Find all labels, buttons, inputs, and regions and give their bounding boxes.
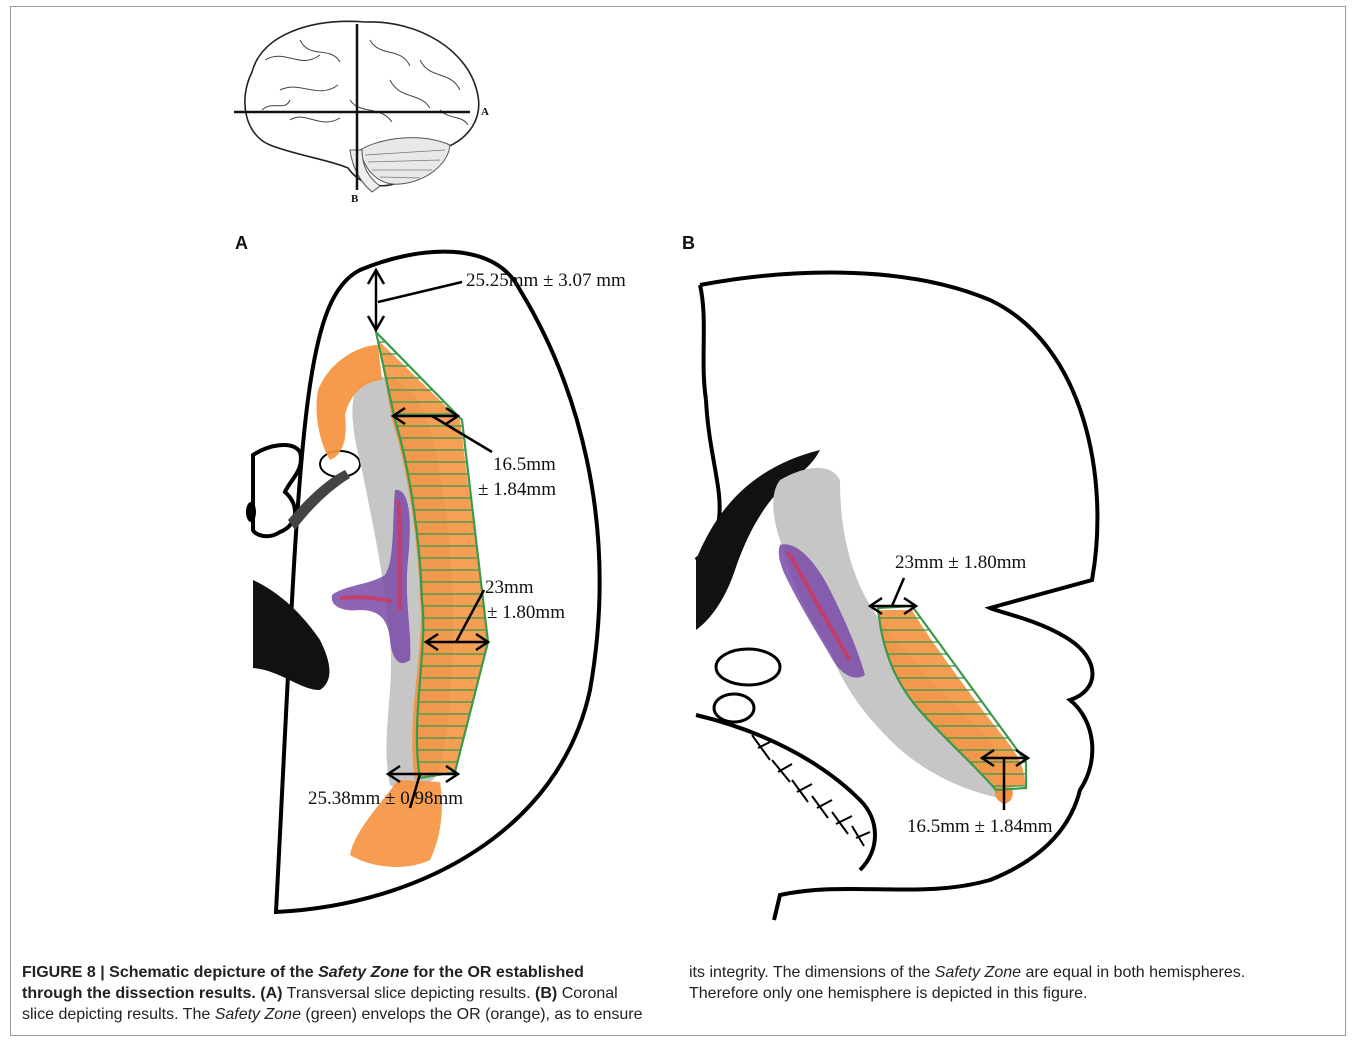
caption-left: FIGURE 8 | Schematic depicture of the Sa… bbox=[22, 962, 1314, 1040]
inset-brain bbox=[234, 21, 479, 192]
inset-label-a: A bbox=[481, 106, 489, 118]
a-measure-top: 25.25mm ± 3.07 mm bbox=[466, 271, 626, 292]
panel-a-letter: A bbox=[235, 233, 248, 254]
b-measure-bottom: 16.5mm ± 1.84mm bbox=[907, 817, 1053, 838]
a-measure-mid-line1: 23mm bbox=[485, 578, 534, 599]
figure-illustration bbox=[0, 0, 1357, 950]
a-measure-upper-line1: 16.5mm bbox=[493, 455, 556, 476]
a-measure-bottom: 25.38mm ± 0.98mm bbox=[308, 789, 463, 810]
a-measure-upper-line2: ± 1.84mm bbox=[478, 480, 556, 501]
caption-b-tag: (B) bbox=[535, 985, 557, 1002]
caption-a-tag: (A) bbox=[260, 985, 282, 1002]
caption-a-text: Transversal slice depicting results. bbox=[282, 985, 535, 1002]
a-measure-mid-line2: ± 1.80mm bbox=[487, 603, 565, 624]
b-measure-top: 23mm ± 1.80mm bbox=[895, 553, 1026, 574]
inset-label-b: B bbox=[351, 193, 358, 205]
oval-b-1 bbox=[716, 649, 780, 685]
caption-figure-label: FIGURE 8 | Schematic depicture of the bbox=[22, 964, 318, 981]
caption-safety-zone-1: Safety Zone bbox=[215, 1006, 301, 1023]
caption-title-emphasis: Safety Zone bbox=[318, 964, 409, 981]
panel-a-drawing bbox=[246, 252, 600, 912]
oval-b-2 bbox=[714, 694, 754, 722]
panel-b-letter: B bbox=[682, 233, 695, 254]
caption-safety-zone-2: Safety Zone bbox=[935, 964, 1021, 981]
